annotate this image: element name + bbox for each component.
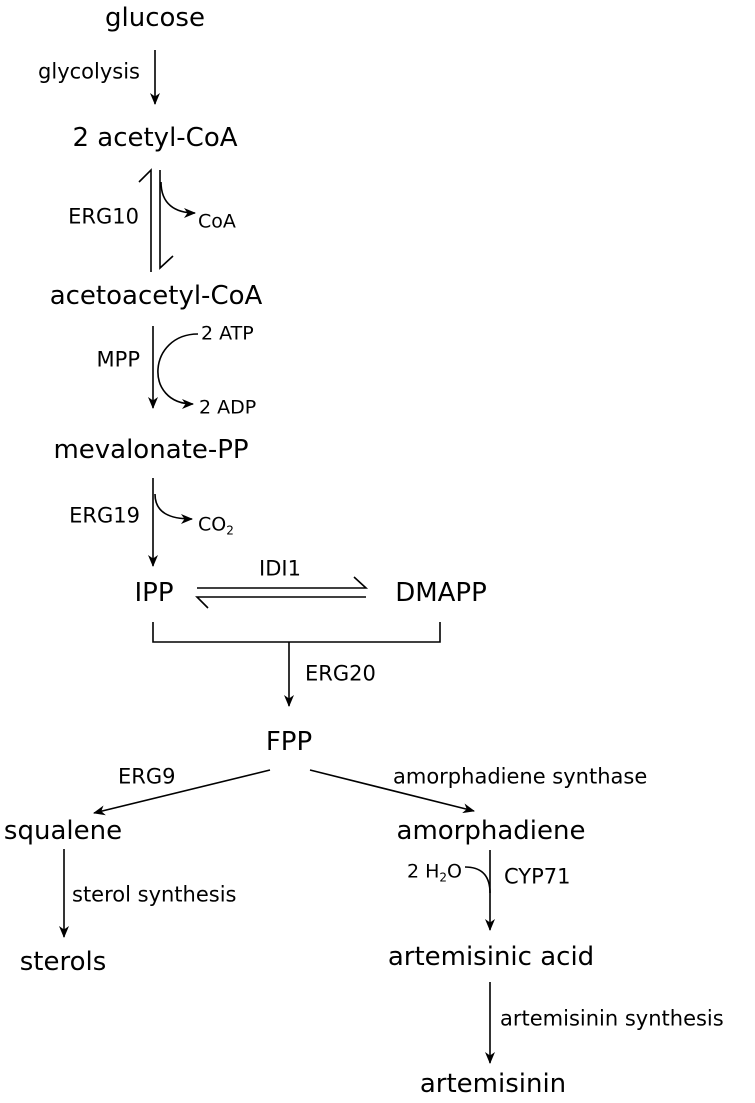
step-glycolysis: glycolysis (38, 59, 140, 84)
metabolite-sterols: sterols (19, 947, 107, 977)
arrow-idi1-forward (197, 576, 369, 589)
step-sterol-synthesis: sterol synthesis (72, 882, 237, 907)
arrow-amorphadiene-synthase (309, 769, 475, 814)
cofactor-adp: 2 ADP (199, 396, 257, 419)
metabolite-glucose: glucose (105, 3, 205, 33)
enzyme-erg19: ERG19 (69, 503, 140, 528)
cofactor-h2o: 2 H2O (406, 860, 462, 885)
metabolite-acetyl-coa: 2 acetyl-CoA (72, 123, 238, 153)
enzyme-erg10: ERG10 (68, 204, 139, 229)
arrow-erg10-up (138, 168, 152, 272)
metabolite-artemisinic-acid: artemisinic acid (387, 942, 595, 972)
bracket-ipp-dmapp (152, 622, 441, 643)
metabolite-fpp: FPP (265, 727, 313, 757)
cofactor-atp: 2 ATP (201, 322, 254, 345)
arrow-erg10-down (159, 170, 174, 270)
metabolite-artemisinin: artemisinin (419, 1069, 567, 1099)
arrow-co2-release (154, 493, 193, 524)
enzyme-cyp71: CYP71 (504, 864, 571, 889)
arrow-coa-release (160, 181, 196, 218)
enzyme-erg9: ERG9 (118, 764, 176, 789)
metabolite-squalene: squalene (3, 816, 123, 846)
metabolite-amorphadiene: amorphadiene (396, 816, 586, 846)
metabolite-dmapp: DMAPP (395, 578, 487, 608)
enzyme-amorphadiene-synthase: amorphadiene synthase (393, 764, 648, 789)
metabolite-ipp: IPP (134, 578, 174, 608)
enzyme-erg20: ERG20 (305, 661, 376, 686)
enzyme-mpp: MPP (96, 347, 140, 372)
metabolite-acetoacetyl-coa: acetoacetyl-CoA (49, 281, 263, 311)
arrow-atp-adp (157, 333, 199, 409)
metabolite-mevalonate-pp: mevalonate-PP (53, 435, 249, 465)
arrow-idi1-reverse (195, 596, 366, 609)
cofactor-coa: CoA (198, 210, 236, 233)
arrow-h2o-uptake (464, 866, 491, 894)
arrow-erg9 (93, 769, 271, 816)
cofactor-co2: CO2 (198, 513, 234, 538)
enzyme-idi1: IDI1 (259, 556, 301, 581)
step-artemisinin-synthesis: artemisinin synthesis (500, 1006, 724, 1031)
